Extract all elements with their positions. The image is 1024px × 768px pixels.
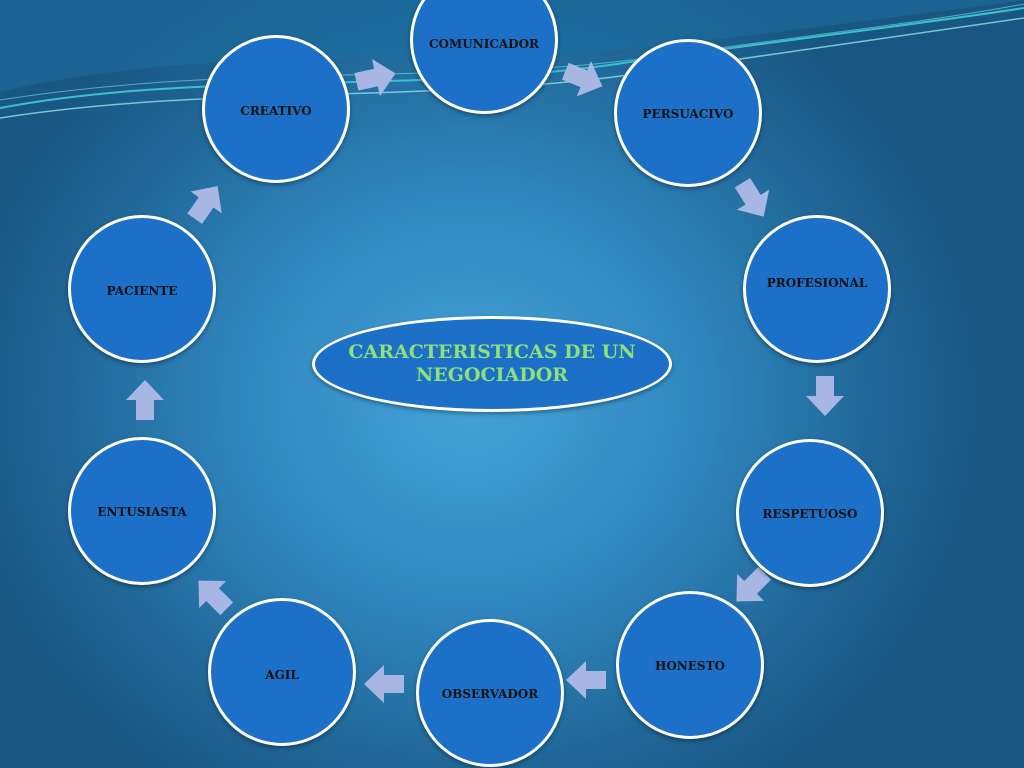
node-label: AGIL — [265, 668, 299, 682]
node-label: PROFESIONAL — [766, 276, 868, 290]
arrow-icon — [352, 54, 400, 101]
arrow-icon — [726, 172, 780, 227]
node-respetuoso: RESPETUOSO — [736, 439, 884, 587]
node-profesional: PROFESIONAL — [743, 215, 891, 363]
node-label: PACIENTE — [106, 284, 178, 298]
node-label: CREATIVO — [240, 104, 312, 118]
node-label: HONESTO — [655, 659, 725, 673]
arrow-icon — [364, 665, 404, 703]
node-label: RESPETUOSO — [762, 507, 858, 521]
node-label: OBSERVADOR — [441, 687, 539, 701]
node-persuacivo: PERSUACIVO — [614, 39, 762, 187]
center-ellipse: CARACTERISTICAS DE UN NEGOCIADOR — [312, 316, 672, 412]
arrow-icon — [806, 376, 844, 416]
center-title: CARACTERISTICAS DE UN NEGOCIADOR — [348, 341, 636, 386]
arrow-icon — [126, 380, 164, 420]
node-entusiasta: ENTUSIASTA — [68, 437, 216, 585]
node-observador: OBSERVADOR — [416, 619, 564, 767]
node-comunicador: COMUNICADOR — [410, 0, 558, 114]
node-label: PERSUACIVO — [642, 107, 734, 121]
node-label: ENTUSIASTA — [97, 505, 187, 519]
arrow-icon — [185, 567, 241, 623]
node-creativo: CREATIVO — [202, 35, 350, 183]
arrow-icon — [179, 175, 234, 230]
arrow-icon — [566, 661, 606, 699]
node-label: COMUNICADOR — [428, 37, 540, 51]
node-paciente: PACIENTE — [68, 215, 216, 363]
arrow-icon — [558, 53, 610, 104]
node-honesto: HONESTO — [616, 591, 764, 739]
node-agil: AGIL — [208, 598, 356, 746]
